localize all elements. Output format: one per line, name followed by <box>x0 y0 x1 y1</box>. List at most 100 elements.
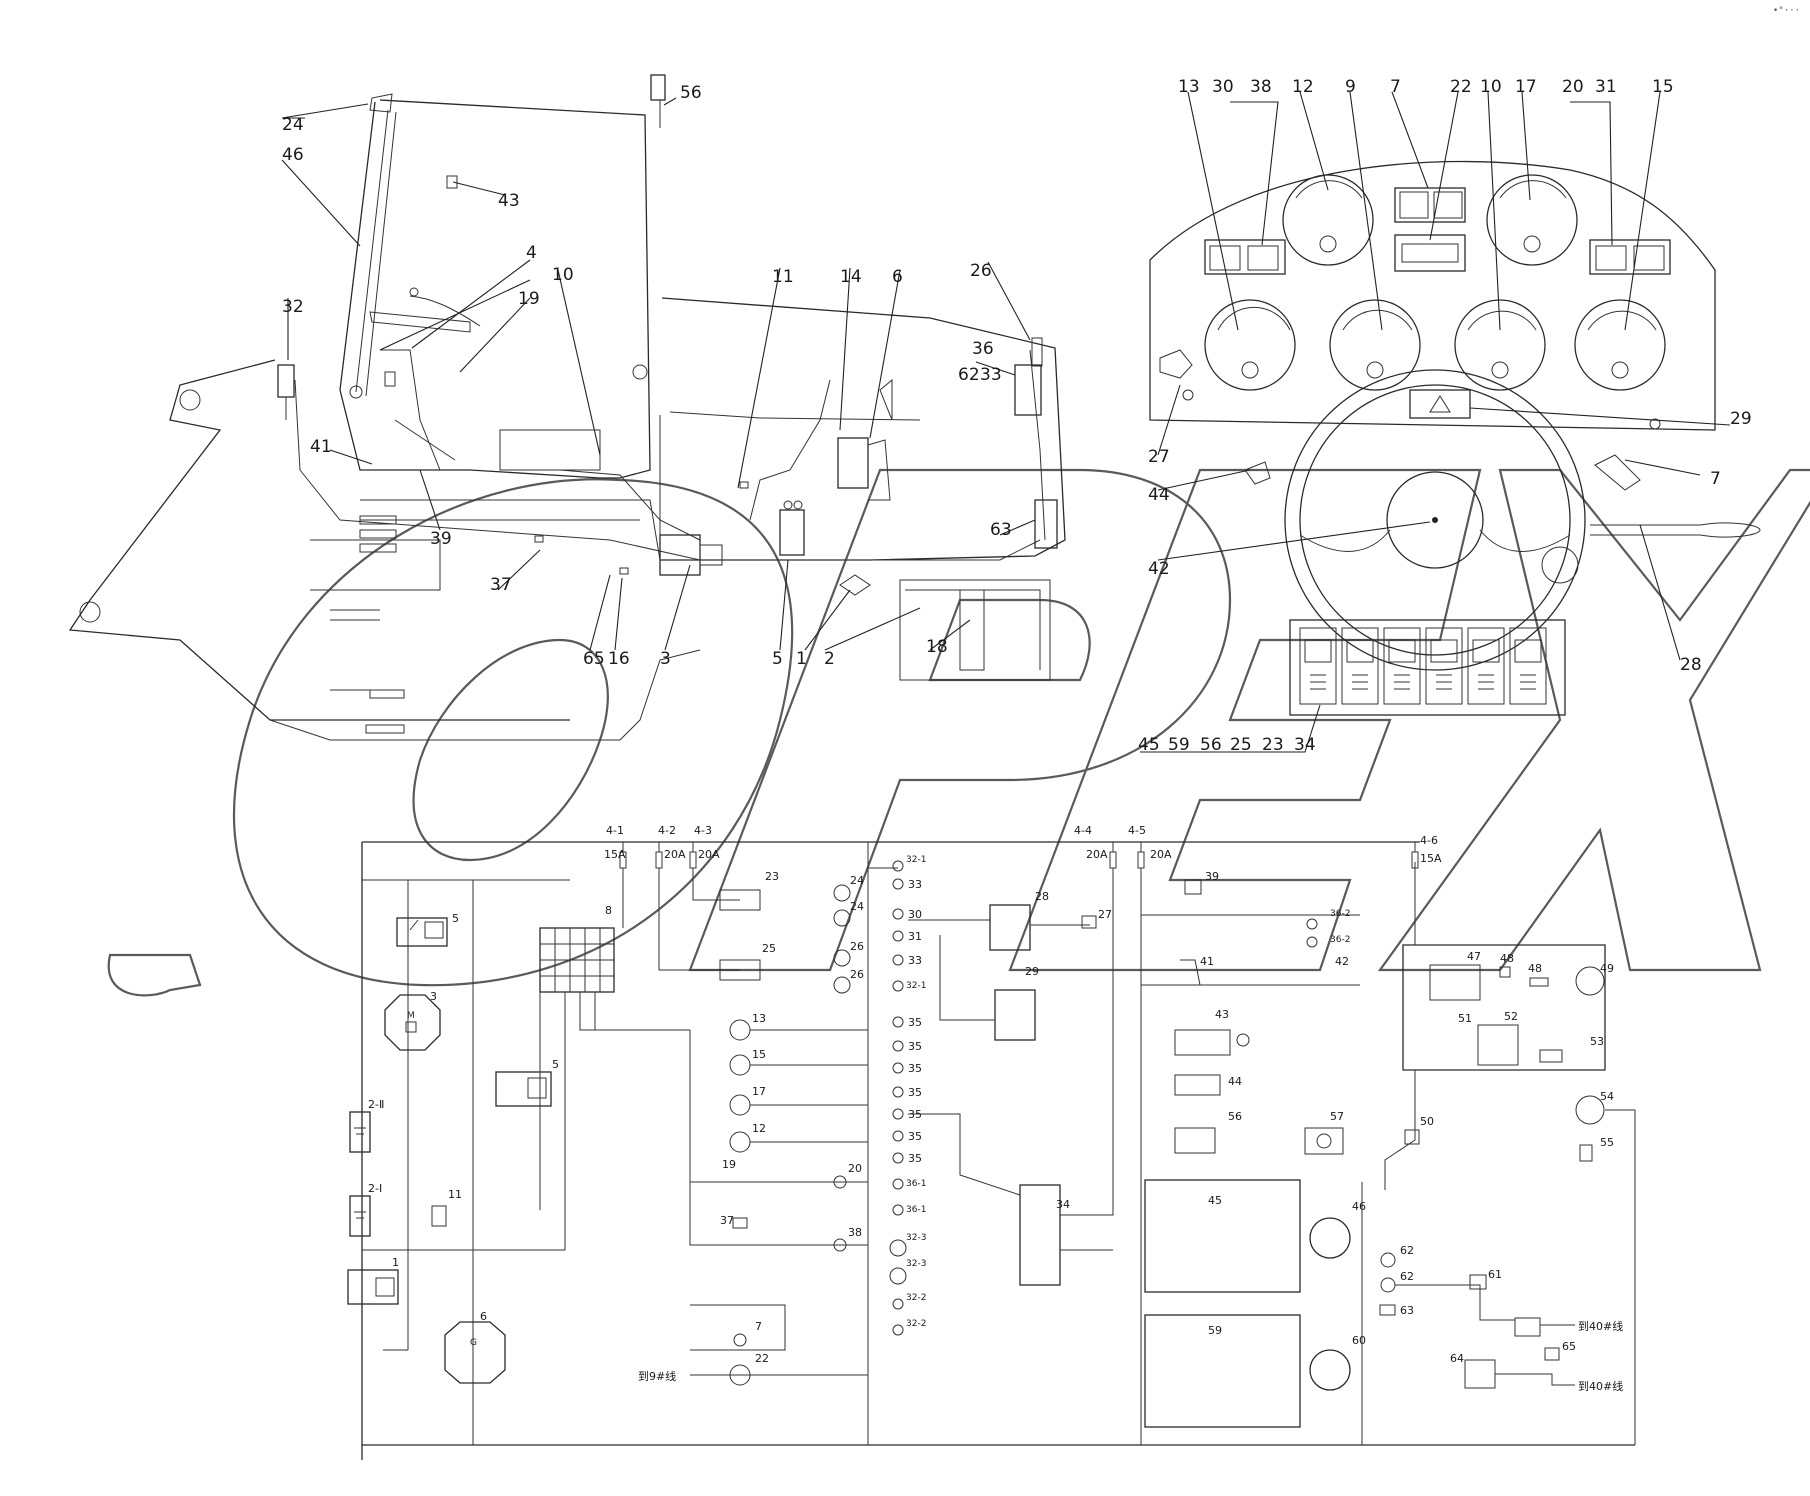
fuse-block: 4-1 15A 4-2 20A 4-3 20A 4-4 20A 4-5 20A … <box>604 824 1442 869</box>
svg-text:55: 55 <box>1600 1136 1614 1149</box>
callout-56-dash: 56 <box>1200 735 1222 755</box>
fuse-4-4-rating: 20A <box>1086 848 1108 861</box>
callout-27: 27 <box>1148 447 1170 467</box>
callout-23: 23 <box>1262 735 1284 755</box>
wire-to-9-label: 到9#线 <box>638 1369 676 1383</box>
dashboard-callout-labels: 13 30 38 12 9 7 22 10 17 20 31 15 29 7 2… <box>1138 77 1752 755</box>
callout-14: 14 <box>840 267 862 287</box>
switch-23: 23 <box>719 870 779 911</box>
svg-text:42: 42 <box>1335 955 1349 968</box>
callout-7-side: 7 <box>1710 469 1721 489</box>
svg-text:28: 28 <box>1035 890 1049 903</box>
callout-22: 22 <box>1450 77 1472 97</box>
right-lamp-label-0: 36-2 <box>1330 909 1350 919</box>
svg-text:45: 45 <box>1208 1194 1222 1207</box>
callout-30: 30 <box>1212 77 1234 97</box>
svg-text:24: 24 <box>850 874 864 887</box>
lamp-label-17: 32-2 <box>906 1293 926 1303</box>
svg-text:3: 3 <box>430 990 437 1003</box>
callout-16: 16 <box>608 649 630 669</box>
fuse-4-6-rating: 15A <box>1420 852 1442 865</box>
fuse-4-2-id: 4-2 <box>658 824 676 837</box>
callout-32: 32 <box>282 297 304 317</box>
lamp-label-5: 32-1 <box>906 981 926 991</box>
svg-text:44: 44 <box>1228 1075 1242 1088</box>
callout-7-top: 7 <box>1390 77 1401 97</box>
callout-9: 9 <box>1345 77 1356 97</box>
callout-19: 19 <box>518 289 540 309</box>
callout-17: 17 <box>1515 77 1537 97</box>
callout-12: 12 <box>1292 77 1314 97</box>
callout-28: 28 <box>1680 655 1702 675</box>
switch-25: 25 <box>719 942 776 981</box>
lamp-label-12: 35 <box>908 1152 922 1165</box>
callout-62: 62 <box>958 365 980 385</box>
callout-41: 41 <box>310 437 332 457</box>
lamp-label-9: 35 <box>908 1086 922 1099</box>
lamp-label-13: 36-1 <box>906 1179 926 1189</box>
svg-text:G: G <box>470 1338 477 1348</box>
svg-text:26: 26 <box>850 940 864 953</box>
callout-43: 43 <box>498 191 520 211</box>
svg-text:48: 48 <box>1500 952 1514 965</box>
loader-side-view: 24 46 56 43 4 19 10 11 14 6 26 36 62 33 … <box>68 74 1066 741</box>
wire-to-40a-label: 到40#线 <box>1578 1319 1623 1333</box>
loader-callout-labels: 24 46 56 43 4 19 10 11 14 6 26 36 62 33 … <box>282 83 1012 669</box>
svg-text:27: 27 <box>1098 908 1112 921</box>
svg-text:7: 7 <box>755 1320 762 1333</box>
svg-text:48: 48 <box>1528 962 1542 975</box>
fuse-4-3-id: 4-3 <box>694 824 712 837</box>
svg-text:39: 39 <box>1205 870 1219 883</box>
lamp-label-6: 35 <box>908 1016 922 1029</box>
lamp-label-16: 32-3 <box>906 1259 926 1269</box>
svg-text:51: 51 <box>1458 1012 1472 1025</box>
callout-20: 20 <box>1562 77 1584 97</box>
callout-6: 6 <box>892 267 903 287</box>
svg-text:15: 15 <box>752 1048 766 1061</box>
fuse-4-5-id: 4-5 <box>1128 824 1146 837</box>
callout-29: 29 <box>1730 409 1752 429</box>
svg-text:25: 25 <box>762 942 776 955</box>
callout-39: 39 <box>430 529 452 549</box>
callout-15: 15 <box>1652 77 1674 97</box>
svg-text:64: 64 <box>1450 1352 1464 1365</box>
svg-text:19: 19 <box>722 1158 736 1171</box>
callout-2: 2 <box>824 649 835 669</box>
fuse-4-5-rating: 20A <box>1150 848 1172 861</box>
callout-63: 63 <box>990 520 1012 540</box>
dashboard-view: 13 30 38 12 9 7 22 10 17 20 31 15 29 7 2… <box>1138 77 1761 755</box>
svg-text:13: 13 <box>752 1012 766 1025</box>
svg-text:62: 62 <box>1400 1244 1414 1257</box>
lamp-label-7: 35 <box>908 1040 922 1053</box>
callout-3: 3 <box>660 649 671 669</box>
fuse-4-6-id: 4-6 <box>1420 834 1438 847</box>
svg-text:50: 50 <box>1420 1115 1434 1128</box>
lamp-label-0: 32-1 <box>906 855 926 865</box>
svg-text:M: M <box>407 1011 415 1021</box>
callout-38: 38 <box>1250 77 1272 97</box>
svg-text:41: 41 <box>1200 955 1214 968</box>
lamp-label-4: 33 <box>908 954 922 967</box>
callout-56: 56 <box>680 83 702 103</box>
callout-24: 24 <box>282 115 304 135</box>
svg-text:5: 5 <box>552 1058 559 1071</box>
fuse-4-1-id: 4-1 <box>606 824 624 837</box>
callout-25: 25 <box>1230 735 1252 755</box>
lamp-label-11: 35 <box>908 1130 922 1143</box>
callout-46: 46 <box>282 145 304 165</box>
fuse-4-2-rating: 20A <box>664 848 686 861</box>
fuse-4-4-id: 4-4 <box>1074 824 1092 837</box>
svg-text:54: 54 <box>1600 1090 1614 1103</box>
svg-text:20: 20 <box>848 1162 862 1175</box>
svg-text:47: 47 <box>1467 950 1481 963</box>
svg-text:37: 37 <box>720 1214 734 1227</box>
svg-text:6: 6 <box>480 1310 487 1323</box>
wire-to-40b-label: 到40#线 <box>1578 1379 1623 1393</box>
callout-59: 59 <box>1168 735 1190 755</box>
svg-text:57: 57 <box>1330 1110 1344 1123</box>
callout-37: 37 <box>490 575 512 595</box>
battery-1-label: 2-Ⅰ <box>368 1182 382 1195</box>
watermark-opex <box>107 468 1810 997</box>
callout-34: 34 <box>1294 735 1316 755</box>
